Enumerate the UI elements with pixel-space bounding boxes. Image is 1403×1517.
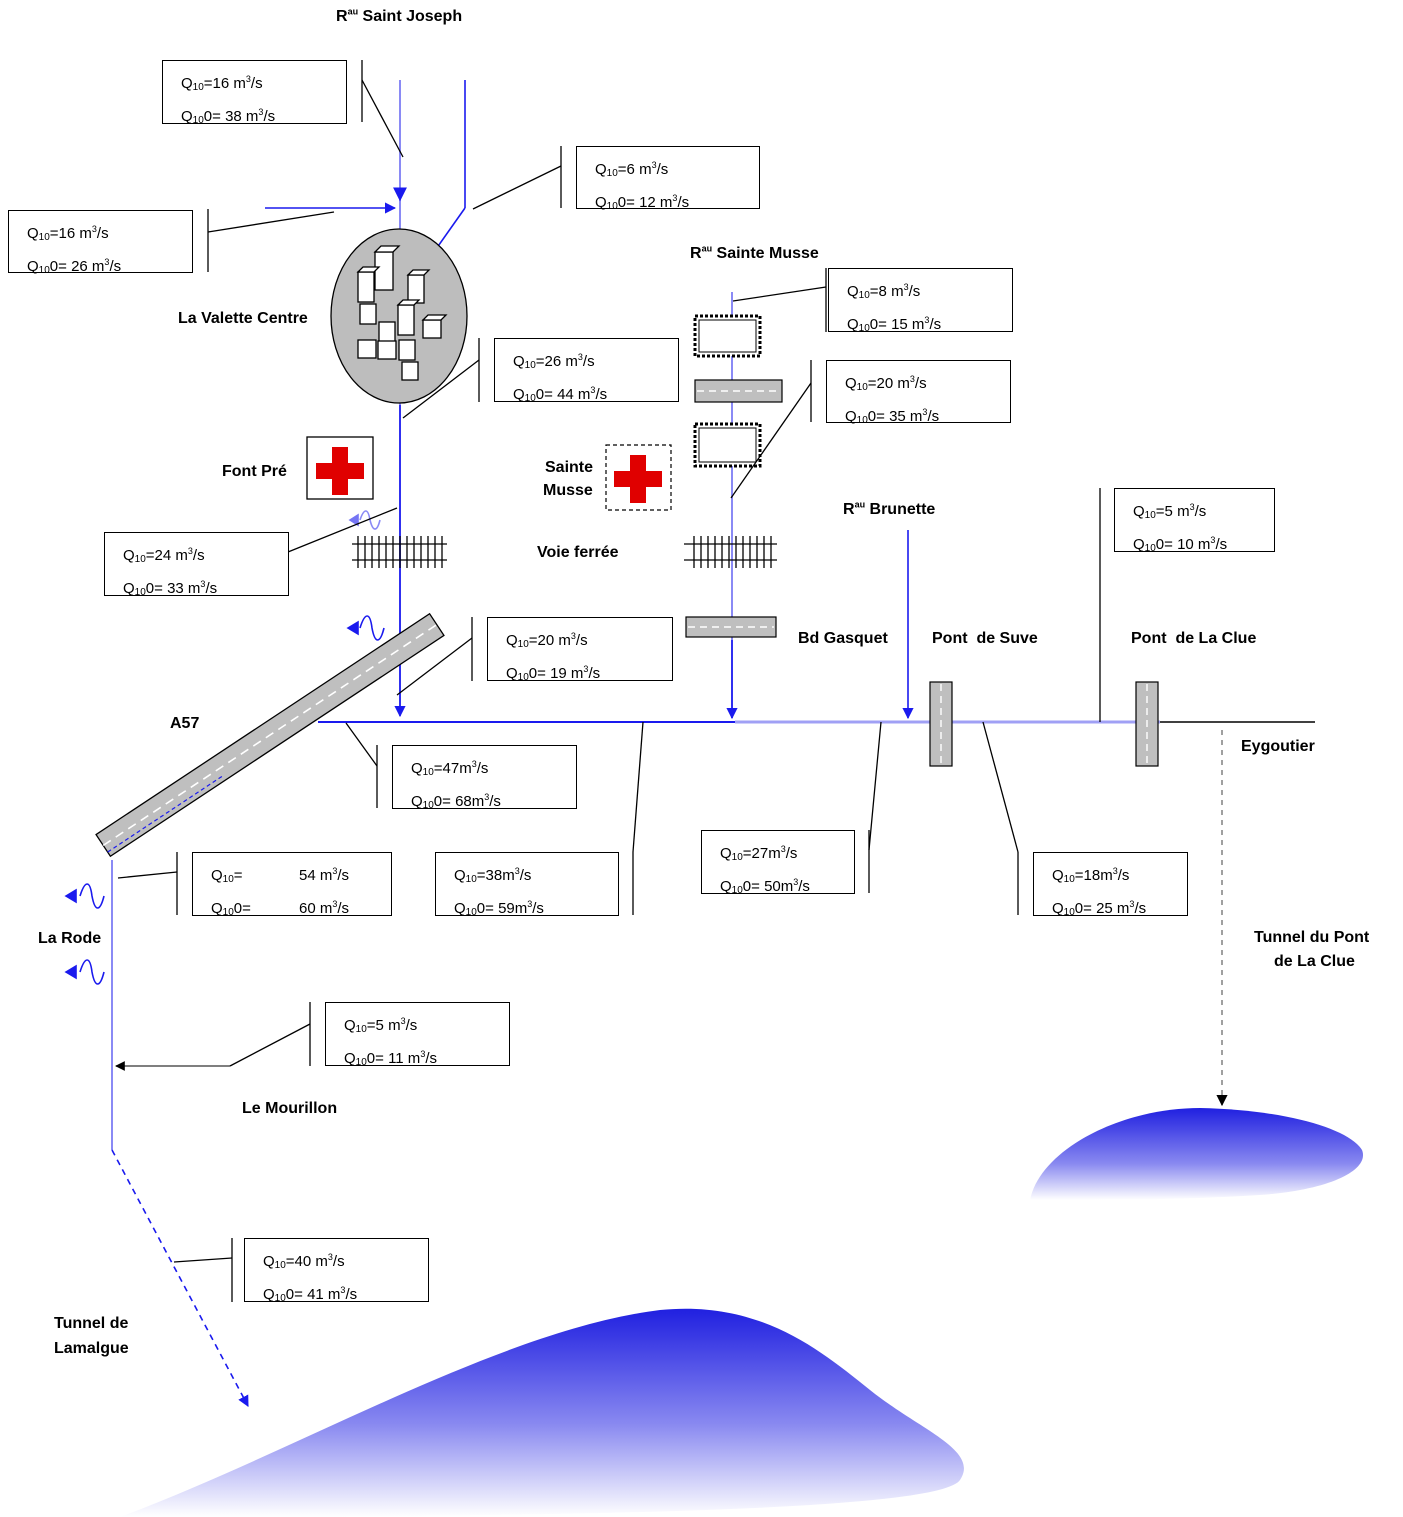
flow-box-la-rode: Q10=54 m3/s Q100=60 m3/s [192, 852, 392, 918]
label-tunnel-pont-la-clue-line2: de La Clue [1274, 953, 1355, 970]
sea-la-clue-icon [1030, 1108, 1364, 1200]
label-a57: A57 [170, 715, 200, 732]
la-valette-buildings-icon [330, 228, 468, 404]
label-voie-ferree: Voie ferrée [537, 544, 619, 561]
label-la-valette-centre: La Valette Centre [178, 310, 308, 327]
label-rau-sainte-musse: Rau Sainte Musse [690, 244, 819, 263]
label-sainte-musse-line2: Musse [543, 482, 593, 499]
label-pont-de-suve: Pont de Suve [932, 630, 1038, 647]
label-tunnel-lamalgue-line1: Tunnel de [54, 1315, 129, 1332]
label-sainte-musse-line1: Sainte [545, 459, 594, 476]
label-rau-saint-joseph: Rau Saint Joseph [336, 7, 463, 26]
sainte-musse-hospital-cross-icon [605, 444, 672, 511]
label-rau-brunette: Rau Brunette [843, 500, 936, 519]
label-le-mourillon: Le Mourillon [242, 1100, 338, 1117]
label-tunnel-pont-la-clue-line1: Tunnel du Pont [1254, 929, 1370, 946]
river-network [111, 80, 1315, 1407]
label-font-pre: Font Pré [222, 463, 287, 480]
label-tunnel-lamalgue-line2: Lamalgue [54, 1340, 129, 1357]
a57-motorway [95, 612, 445, 858]
pont-la-clue-bridge-icon [1135, 681, 1159, 767]
label-bd-gasquet: Bd Gasquet [798, 630, 888, 647]
label-eygoutier: Eygoutier [1241, 738, 1315, 755]
overflow-wave-icon [64, 510, 385, 985]
sainte-musse-culvert-icon [693, 314, 762, 468]
road-bridge-icon [685, 379, 783, 638]
label-pont-de-la-clue: Pont de La Clue [1131, 630, 1257, 647]
sea-lamalgue-icon [120, 1308, 964, 1517]
label-la-rode: La Rode [38, 930, 102, 947]
pont-suve-bridge-icon [929, 681, 953, 767]
font-pre-hospital-cross-icon [306, 436, 374, 500]
railway-icon [352, 536, 777, 568]
callout-leaders [117, 60, 1101, 1302]
